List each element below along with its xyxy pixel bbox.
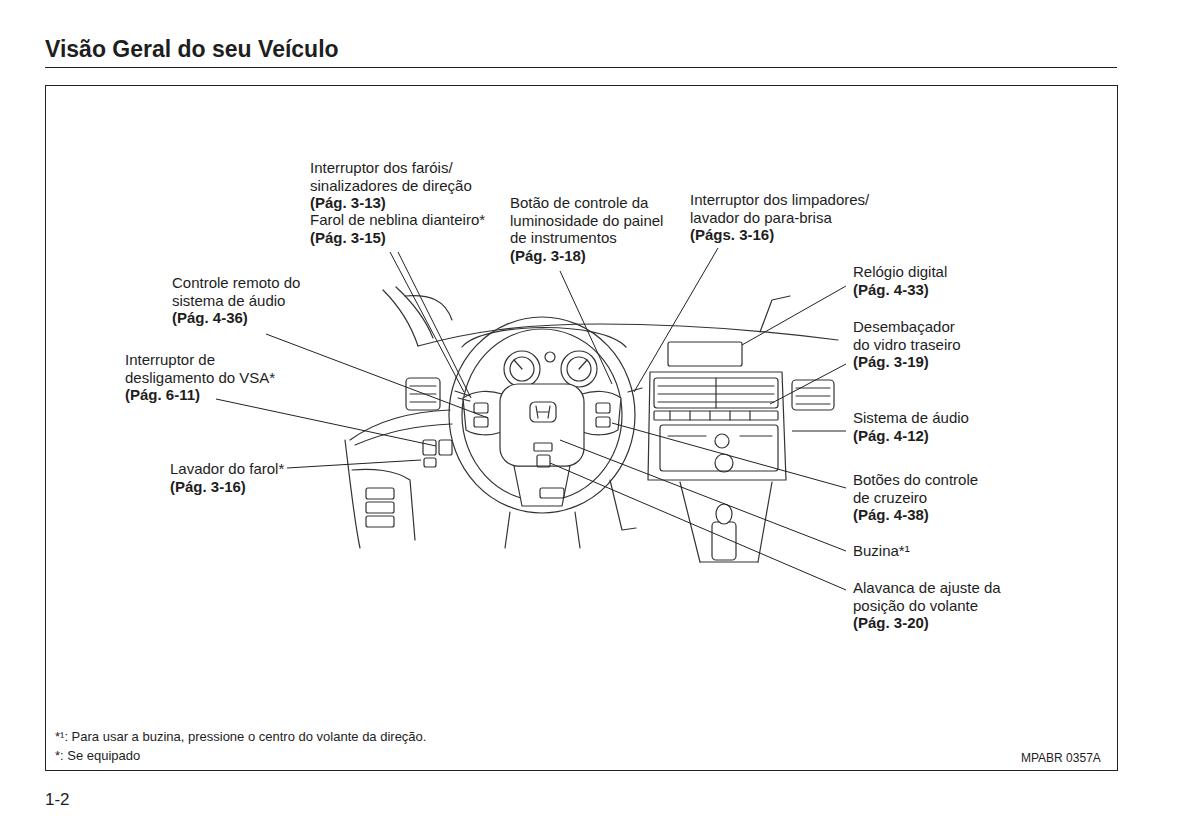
page-reference: (Pág. 4-38) bbox=[853, 506, 929, 524]
page-number: 1-2 bbox=[45, 790, 70, 810]
callout-label: Botões do controle de cruzeiro bbox=[853, 471, 988, 506]
page-frame bbox=[45, 68, 1118, 771]
callout-label: Lavador do farol* bbox=[170, 460, 284, 478]
page-reference: (Pág. 3-18) bbox=[510, 247, 586, 265]
callout-label: Interruptor de desligamento do VSA* bbox=[125, 351, 285, 386]
page-title: Visão Geral do seu Veículo bbox=[45, 36, 339, 63]
footnote: *¹: Para usar a buzina, pressione o cent… bbox=[55, 729, 426, 745]
callout-label: Interruptor dos limpadores/ lavador do p… bbox=[690, 191, 880, 226]
page-reference: (Pág. 3-13) bbox=[310, 194, 386, 212]
callout-label: Alavanca de ajuste da posição do volante bbox=[853, 579, 1013, 614]
figure-code: MPABR 0357A bbox=[1021, 751, 1101, 765]
page-reference: (Pág. 4-36) bbox=[172, 309, 248, 327]
callout-label: Desembaçador do vidro traseiro bbox=[853, 318, 969, 353]
page-reference: (Pág. 4-12) bbox=[853, 427, 929, 445]
callout-label: Buzina*¹ bbox=[853, 542, 910, 560]
callout-label: Relógio digital bbox=[853, 263, 947, 281]
callout-label: Sistema de áudio bbox=[853, 409, 969, 427]
callout-label: Controle remoto do sistema de áudio bbox=[172, 274, 307, 309]
page-reference: (Págs. 3-16) bbox=[690, 226, 774, 244]
page-reference: (Pág. 6-11) bbox=[125, 386, 200, 404]
leader-lines bbox=[216, 248, 846, 590]
page-reference: (Pág. 3-16) bbox=[170, 478, 246, 496]
callout-label: Botão de controle da luminosidade do pai… bbox=[510, 194, 675, 247]
page-reference: (Pág. 3-15) bbox=[310, 229, 386, 247]
footnote: *: Se equipado bbox=[55, 748, 140, 764]
dashboard-drawing bbox=[345, 287, 838, 562]
page-reference: (Pág. 4-33) bbox=[853, 281, 929, 299]
callout-label: Farol de neblina dianteiro* bbox=[310, 211, 485, 229]
page-reference: (Pág. 3-19) bbox=[853, 353, 929, 371]
callout-label: Interruptor dos faróis/ sinalizadores de… bbox=[310, 159, 480, 194]
page-reference: (Pág. 3-20) bbox=[853, 614, 929, 632]
